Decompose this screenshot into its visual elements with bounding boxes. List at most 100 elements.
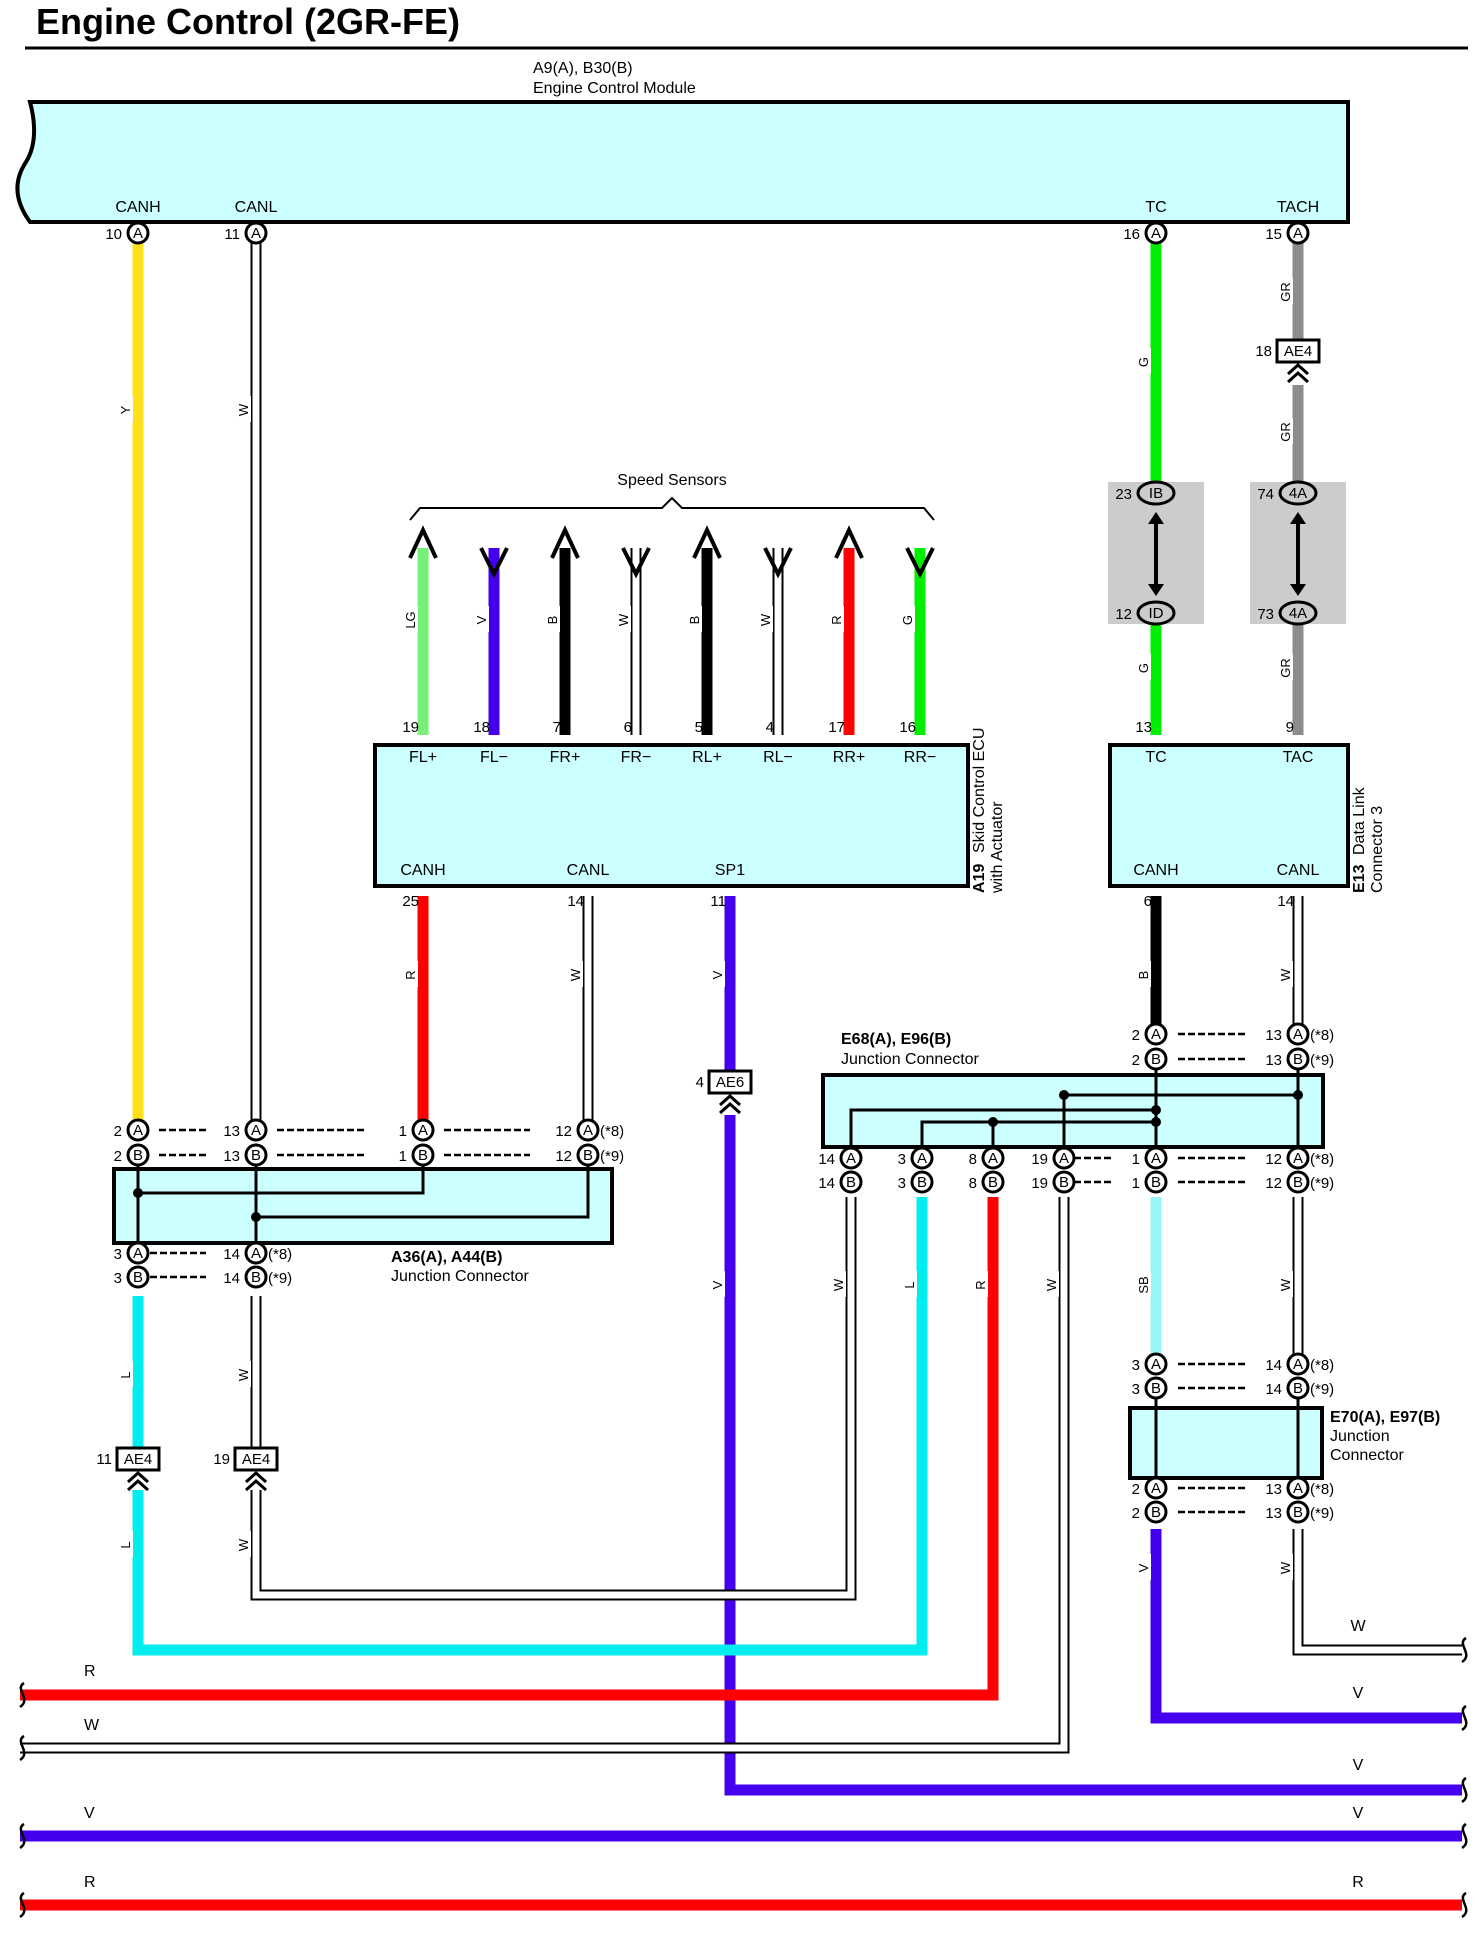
- jc3-top-b-1-num: 3: [1132, 1381, 1140, 1398]
- jc2-junction-dot-3: [988, 1117, 998, 1127]
- dlc3-pin-canl: CANL: [1277, 862, 1320, 879]
- skid-pin-sp1: SP1: [715, 862, 745, 879]
- dlc3-code: E13: [1351, 864, 1368, 893]
- jc2-bottom-a-6-letter: A: [1293, 1150, 1303, 1167]
- label-jc2-w-color-2-bg: [1045, 1271, 1059, 1297]
- skid-ecu-pin-num-5: 5: [695, 719, 703, 736]
- dlc3-name-2: Connector 3: [1369, 806, 1386, 893]
- jc1-top-b-2-letter: B: [251, 1147, 261, 1164]
- jc2-bottom-a-3-letter: A: [988, 1150, 998, 1167]
- splice-tach-bottom-num: 73: [1257, 606, 1274, 623]
- break-mark-left-4: [19, 1891, 26, 1919]
- jc2-note-top-a: (*8): [1310, 1027, 1334, 1044]
- speed-sensor-arrow-4: [621, 547, 651, 579]
- skid-pin-fl-minus: FL−: [480, 749, 508, 766]
- splice-tc-top: [1136, 480, 1176, 506]
- jc3-note-top-b: (*9): [1310, 1381, 1334, 1398]
- label-canh-color: Y: [118, 405, 133, 414]
- dlc3-pin-num-canh: 6: [1144, 893, 1152, 910]
- label-jc1-w-color-1: W: [236, 1368, 251, 1381]
- page-title: Engine Control (2GR-FE): [36, 1, 460, 42]
- label-tach-color-1-bg: [1279, 278, 1293, 304]
- label-jc3-w-color-bg: [1279, 1554, 1293, 1580]
- break-mark-left-1: [19, 1681, 26, 1709]
- junction-connector-e70: E70(A), E97(B) Junction Connector: [1128, 1406, 1440, 1480]
- speed-sensor-arrow-8: [905, 547, 935, 579]
- ecm-pin-16-num: 16: [1123, 226, 1140, 243]
- label-row-r-3: R: [1352, 1874, 1364, 1891]
- splice-tc-bottom-num: 12: [1115, 606, 1132, 623]
- jc1-junction-dot-1: [133, 1188, 143, 1198]
- label-dlc-canh-color: B: [1136, 971, 1151, 980]
- jc2-junction-dot-4: [1059, 1090, 1069, 1100]
- label-jc2-w-color-2: W: [1044, 1278, 1059, 1291]
- jc1-note-a: (*8): [600, 1123, 624, 1140]
- jc3-bottom-b-2-num: 13: [1265, 1505, 1282, 1522]
- wire-jc2-r: [20, 1197, 999, 1701]
- label-row-v-4: V: [1353, 1805, 1364, 1822]
- label-sp1-color-2: V: [710, 1280, 725, 1289]
- label-speed-sensor-color-3: B: [545, 616, 560, 625]
- jc2-top-a-1: [1144, 1022, 1168, 1046]
- jc1-bottom-a-1-num: 3: [114, 1246, 122, 1263]
- jc3-top-a-2: [1286, 1352, 1310, 1376]
- jc1-bottom-a-2-num: 14: [223, 1246, 240, 1263]
- connector-ae4-19-chevrons: [244, 1470, 268, 1492]
- splice-tach-bottom-code: 4A: [1289, 605, 1307, 622]
- skid-ecu-bottom-pin-num-1: 25: [402, 893, 419, 910]
- skid-ecu-pin-num-4: 6: [624, 719, 632, 736]
- jc1-top-a-4: [576, 1118, 600, 1142]
- label-speed-sensor-color-7-bg: [830, 606, 844, 632]
- label-tach-color-2: GR: [1278, 422, 1293, 442]
- speed-sensor-arrow-5: [692, 525, 722, 559]
- jc1-top-b-3-num: 1: [399, 1148, 407, 1165]
- wire-jc3-w: [1294, 1529, 1462, 1654]
- jc1-top-b-4-letter: B: [583, 1147, 593, 1164]
- speed-sensors-label: Speed Sensors: [617, 472, 726, 489]
- break-mark-left-2: [19, 1734, 26, 1762]
- label-jc1-l-color-1: L: [118, 1371, 133, 1378]
- jc1-internal-wiring: [136, 1165, 590, 1243]
- jc2-note-bottom-b: (*9): [1310, 1175, 1334, 1192]
- label-sp1-color-2-bg: [711, 1271, 725, 1297]
- jc1-top-b-4-num: 12: [555, 1148, 572, 1165]
- jc1-note-b: (*9): [600, 1148, 624, 1165]
- jc1-bottom-a-1-letter: A: [133, 1245, 143, 1262]
- speed-sensors-group: Speed Sensors: [409, 472, 935, 521]
- jc2-top-a-2: [1286, 1022, 1310, 1046]
- label-dlc-canl-color: W: [1278, 968, 1293, 981]
- jc1-top-a-3-letter: A: [418, 1122, 428, 1139]
- jc1-code: A36(A), A44(B): [391, 1249, 502, 1266]
- skid-pin-rl-minus: RL−: [763, 749, 793, 766]
- jc1-top-a-1-num: 2: [114, 1123, 122, 1140]
- label-tc-color-2-bg: [1137, 654, 1151, 680]
- wire-jc1-w-lower-outline: [250, 1197, 857, 1601]
- splice-tach-top-num: 74: [1257, 486, 1274, 503]
- label-speed-sensor-color-1: LG: [403, 611, 418, 628]
- speed-sensor-arrow-6: [763, 547, 793, 579]
- ecm-pin-16: [1144, 221, 1168, 245]
- jc2-bottom-b-3-num: 8: [969, 1175, 977, 1192]
- jc2-note-bottom-a: (*8): [1310, 1151, 1334, 1168]
- splice-tc-arrow-up: [1148, 512, 1164, 524]
- jc2-junction-dot-1: [1151, 1105, 1161, 1115]
- wire-jc2-w: [20, 1197, 1068, 1752]
- jc1-top-a-2-letter: A: [251, 1122, 261, 1139]
- splice-tc-bottom-code: ID: [1149, 605, 1164, 622]
- jc2-bottom-b-2: [910, 1170, 934, 1194]
- jc2-bottom-b-6-num: 12: [1265, 1175, 1282, 1192]
- skid-ecu-pin-num-6: 4: [766, 719, 774, 736]
- ecm-pin-canl: CANL: [235, 199, 278, 216]
- splice-tc-bottom: [1136, 600, 1176, 626]
- jc3-top-a-2-letter: A: [1293, 1356, 1303, 1373]
- jc1-bottom-b-2-num: 14: [223, 1270, 240, 1287]
- engine-control-module: A9(A), B30(B) Engine Control Module CANH…: [15, 60, 1350, 224]
- skid-pin-fr-plus: FR+: [550, 749, 581, 766]
- label-speed-sensor-color-5-bg: [688, 606, 702, 632]
- label-jc2-l-color-bg: [903, 1271, 917, 1297]
- dlc3-name-1: Data Link: [1351, 786, 1368, 855]
- splice-tach-bottom: [1278, 600, 1318, 626]
- dlc3-pin-canh: CANH: [1133, 862, 1178, 879]
